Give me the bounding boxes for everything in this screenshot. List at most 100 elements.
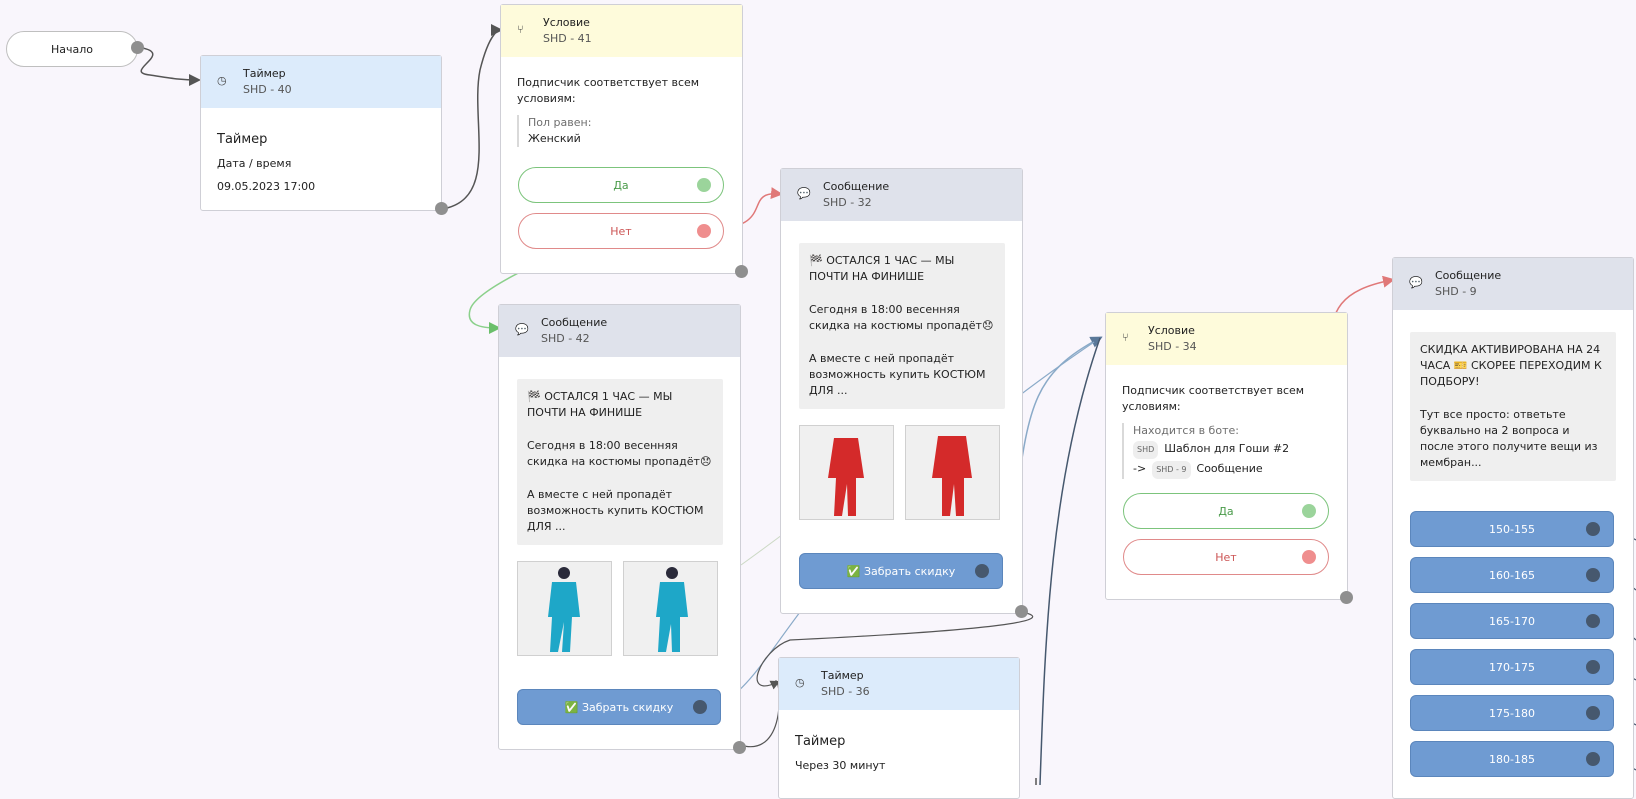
message-icon: 💬	[515, 323, 529, 336]
button-output-port[interactable]	[975, 564, 989, 578]
size-button-175-180[interactable]: 175-180	[1410, 695, 1614, 731]
node-id: SHD - 41	[543, 32, 592, 45]
message-text: СКИДКА АКТИВИРОВАНА НА 24 ЧАСА 🎫 СКОРЕЕ …	[1410, 332, 1616, 481]
button-label: 150-155	[1489, 522, 1535, 536]
node-id: SHD - 32	[823, 196, 872, 209]
no-branch[interactable]: Нет	[1123, 539, 1329, 575]
get-discount-button[interactable]: ✅ Забрать скидку	[799, 553, 1003, 589]
condition-node-34[interactable]: ⑂ Условие SHD - 34 Подписчик соответству…	[1105, 312, 1348, 600]
start-node[interactable]: Начало	[6, 31, 138, 67]
button-output-port[interactable]	[1586, 522, 1600, 536]
timer-heading: Таймер	[217, 132, 268, 147]
timer-type: Через 30 минут	[795, 759, 886, 772]
timer-40-output-port[interactable]	[435, 202, 448, 215]
button-output-port[interactable]	[1586, 660, 1600, 674]
message-line: Сегодня в 18:00 весенняя скидка на костю…	[809, 303, 994, 332]
timer-node-40[interactable]: ◷ Таймер SHD - 40 Таймер Дата / время 09…	[200, 55, 442, 211]
button-label: 180-185	[1489, 752, 1535, 766]
bot-name: Шаблон для Гоши #2	[1164, 442, 1290, 455]
node-title: Условие	[1148, 324, 1195, 337]
yes-output-port[interactable]	[1302, 504, 1316, 518]
timer-type: Дата / время	[217, 157, 292, 170]
size-button-180-185[interactable]: 180-185	[1410, 741, 1614, 777]
message-line: 🏁 ОСТАЛСЯ 1 ЧАС — МЫ ПОЧТИ НА ФИНИШЕ	[527, 390, 673, 419]
condition-icon: ⑂	[517, 23, 524, 36]
timer-value: 09.05.2023 17:00	[217, 180, 316, 193]
target-tag: SHD - 9	[1152, 461, 1191, 479]
node-header: ◷ Таймер SHD - 40	[201, 56, 441, 108]
node-id: SHD - 42	[541, 332, 590, 345]
size-button-165-170[interactable]: 165-170	[1410, 603, 1614, 639]
node-id: SHD - 36	[821, 685, 870, 698]
message-line: СКИДКА АКТИВИРОВАНА НА 24 ЧАСА 🎫 СКОРЕЕ …	[1420, 343, 1602, 388]
no-output-port[interactable]	[1302, 550, 1316, 564]
node-title: Сообщение	[823, 180, 890, 193]
message-line: А вместе с ней пропадёт возможность купи…	[527, 488, 704, 533]
button-output-port[interactable]	[1586, 568, 1600, 582]
yes-branch[interactable]: Да	[1123, 493, 1329, 529]
node-id: SHD - 40	[243, 83, 292, 96]
product-image-red-1	[799, 425, 894, 520]
yes-output-port[interactable]	[697, 178, 711, 192]
get-discount-button[interactable]: ✅ Забрать скидку	[517, 689, 721, 725]
message-line: 🏁 ОСТАЛСЯ 1 ЧАС — МЫ ПОЧТИ НА ФИНИШЕ	[809, 254, 955, 283]
message-node-32[interactable]: 💬 Сообщение SHD - 32 🏁 ОСТАЛСЯ 1 ЧАС — М…	[780, 168, 1023, 614]
product-image-blue-1	[517, 561, 612, 656]
start-output-port[interactable]	[131, 41, 144, 54]
node-title: Условие	[543, 16, 590, 29]
message-node-42[interactable]: 💬 Сообщение SHD - 42 🏁 ОСТАЛСЯ 1 ЧАС — М…	[498, 304, 741, 750]
condition-description: Подписчик соответствует всем условиям:	[1122, 384, 1305, 413]
node-title: Таймер	[243, 67, 286, 80]
message-icon: 💬	[797, 187, 811, 200]
button-label: 170-175	[1489, 660, 1535, 674]
start-label: Начало	[50, 42, 93, 56]
message-32-output-port[interactable]	[1015, 605, 1028, 618]
node-title: Таймер	[821, 669, 864, 682]
condition-node-41[interactable]: ⑂ Условие SHD - 41 Подписчик соответству…	[500, 4, 743, 274]
message-42-output-port[interactable]	[733, 741, 746, 754]
condition-value: Женский	[528, 132, 581, 145]
button-label: ✅ Забрать скидку	[564, 700, 674, 714]
node-id: SHD - 34	[1148, 340, 1197, 353]
yes-label: Да	[613, 178, 629, 192]
node-header: 💬 Сообщение SHD - 9	[1393, 258, 1633, 310]
no-label: Нет	[610, 224, 632, 238]
node-header: ⑂ Условие SHD - 41	[501, 5, 742, 57]
button-output-port[interactable]	[1586, 752, 1600, 766]
button-output-port[interactable]	[693, 700, 707, 714]
message-node-9[interactable]: 💬 Сообщение SHD - 9 СКИДКА АКТИВИРОВАНА …	[1392, 257, 1634, 799]
size-button-150-155[interactable]: 150-155	[1410, 511, 1614, 547]
node-id: SHD - 9	[1435, 285, 1477, 298]
message-text: 🏁 ОСТАЛСЯ 1 ЧАС — МЫ ПОЧТИ НА ФИНИШЕ Сег…	[799, 243, 1005, 409]
condition-34-output-port[interactable]	[1340, 591, 1353, 604]
button-output-port[interactable]	[1586, 614, 1600, 628]
button-label: ✅ Забрать скидку	[846, 564, 956, 578]
timer-heading: Таймер	[795, 734, 846, 749]
node-header: ⑂ Условие SHD - 34	[1106, 313, 1347, 365]
target-name: Сообщение	[1196, 462, 1263, 475]
no-label: Нет	[1215, 550, 1237, 564]
message-line: А вместе с ней пропадёт возможность купи…	[809, 352, 986, 397]
node-header: 💬 Сообщение SHD - 32	[781, 169, 1022, 221]
no-branch[interactable]: Нет	[518, 213, 724, 249]
node-title: Сообщение	[1435, 269, 1502, 282]
size-button-170-175[interactable]: 170-175	[1410, 649, 1614, 685]
timer-node-36[interactable]: ◷ Таймер SHD - 36 Таймер Через 30 минут	[778, 657, 1020, 799]
clock-icon: ◷	[795, 676, 805, 689]
yes-branch[interactable]: Да	[518, 167, 724, 203]
node-title: Сообщение	[541, 316, 608, 329]
yes-label: Да	[1218, 504, 1234, 518]
button-label: 160-165	[1489, 568, 1535, 582]
clock-icon: ◷	[217, 74, 227, 87]
node-header: 💬 Сообщение SHD - 42	[499, 305, 740, 357]
arrow-text: ->	[1133, 462, 1147, 475]
no-output-port[interactable]	[697, 224, 711, 238]
size-button-160-165[interactable]: 160-165	[1410, 557, 1614, 593]
bot-tag: SHD	[1133, 441, 1159, 459]
message-text: 🏁 ОСТАЛСЯ 1 ЧАС — МЫ ПОЧТИ НА ФИНИШЕ Сег…	[517, 379, 723, 545]
condition-41-output-port[interactable]	[735, 265, 748, 278]
message-line: Сегодня в 18:00 весенняя скидка на костю…	[527, 439, 712, 468]
button-label: 175-180	[1489, 706, 1535, 720]
condition-label: Находится в боте:	[1133, 424, 1239, 437]
button-output-port[interactable]	[1586, 706, 1600, 720]
